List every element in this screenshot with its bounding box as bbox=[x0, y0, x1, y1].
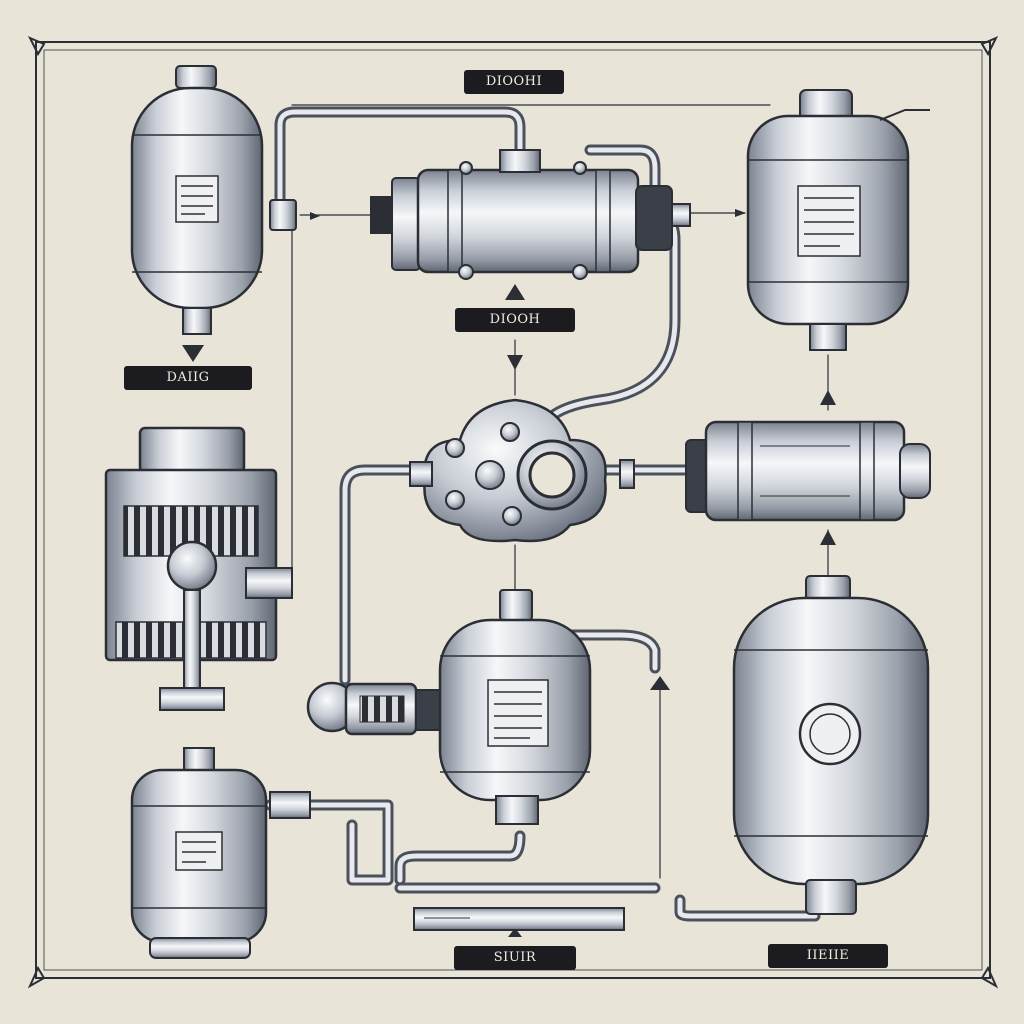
pipe-network bbox=[264, 104, 829, 922]
tank-top-left bbox=[130, 65, 297, 335]
nameplate bbox=[487, 679, 549, 747]
tank-bottom-left bbox=[130, 747, 311, 959]
heat-exchanger-top bbox=[370, 149, 691, 280]
arrow-icon bbox=[182, 209, 836, 937]
tank-large-bottom-right bbox=[732, 575, 930, 915]
pump-manifold bbox=[409, 398, 635, 543]
label-center-under-pump: DIOOH bbox=[455, 308, 575, 332]
nameplate bbox=[175, 175, 219, 223]
motor-unit bbox=[104, 426, 293, 711]
label-left-top-outlet: DAIIG bbox=[124, 366, 252, 390]
label-bottom-right: IIEIIE bbox=[768, 944, 888, 968]
corner-ornament-icon bbox=[27, 36, 999, 989]
seal-emblem bbox=[798, 702, 862, 766]
label-bottom-center: SIUIR bbox=[454, 946, 576, 970]
cylinder-right-middle bbox=[685, 420, 931, 522]
drawing-frame bbox=[35, 41, 991, 979]
support-bar bbox=[413, 907, 625, 931]
label-top-center: DIOOHI bbox=[464, 70, 564, 94]
nameplate bbox=[175, 831, 223, 871]
tank-center bbox=[438, 589, 592, 825]
tank-top-right bbox=[746, 89, 930, 351]
small-pump bbox=[306, 681, 441, 736]
